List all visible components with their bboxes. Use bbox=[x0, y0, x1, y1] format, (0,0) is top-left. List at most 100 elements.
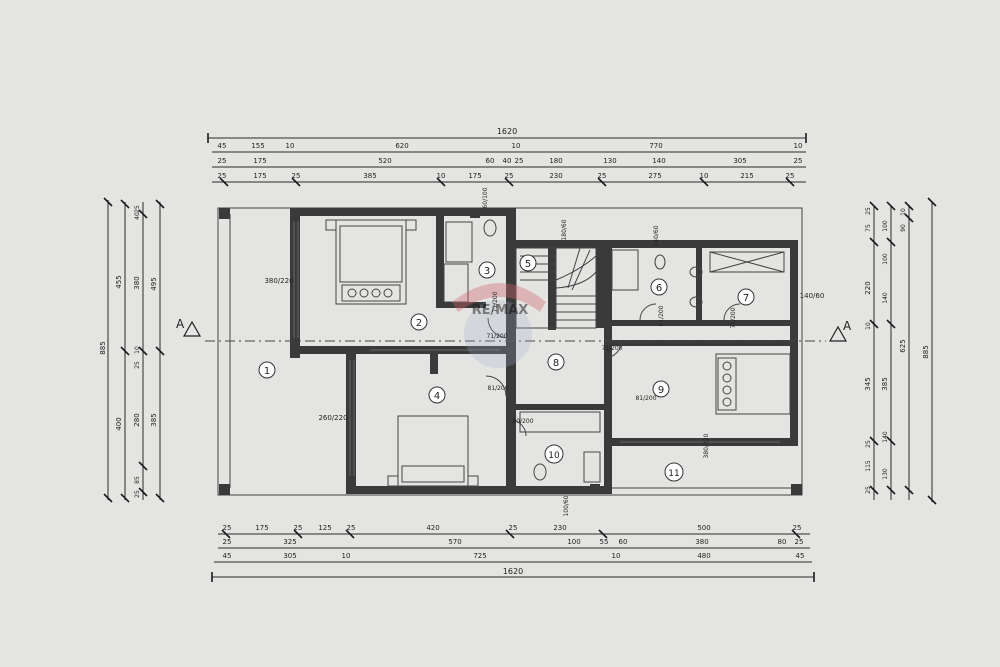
watermark-text: RE/MAX bbox=[472, 303, 529, 318]
right-b-4: 140 bbox=[882, 431, 889, 443]
top-r1-5: 770 bbox=[649, 142, 662, 150]
top-r2-5: 25 bbox=[515, 157, 524, 165]
top-r1-6: 10 bbox=[794, 142, 803, 150]
right-a-5: 25 bbox=[865, 440, 872, 448]
bot-r3-2: 10 bbox=[342, 552, 351, 560]
remax-watermark-logo: RE/MAX bbox=[452, 283, 546, 368]
room-2-label: 2 bbox=[416, 318, 422, 329]
bottom-dimension-lines: 25 175 25 125 25 420 25 230 500 25 25 32… bbox=[211, 524, 815, 582]
top-dimension-lines: 1620 45 155 10 620 10 770 10 25 175 520 … bbox=[207, 127, 807, 187]
bot-r1-4: 25 bbox=[347, 524, 356, 532]
room-9-label: 9 bbox=[658, 385, 664, 396]
section-marker-left bbox=[182, 320, 202, 337]
bot-r1-1: 175 bbox=[255, 524, 268, 532]
staircase bbox=[515, 247, 597, 329]
section-label-left: A bbox=[176, 317, 185, 331]
top-r1-3: 620 bbox=[395, 142, 408, 150]
bot-r2-3: 100 bbox=[567, 538, 580, 546]
bot-r1-6: 25 bbox=[509, 524, 518, 532]
right-c-2: 625 bbox=[899, 339, 907, 352]
section-marker-right bbox=[828, 325, 848, 342]
top-r3-10: 10 bbox=[700, 172, 709, 180]
left-total-dim: 885 bbox=[99, 341, 107, 354]
top-r2-1: 175 bbox=[253, 157, 266, 165]
bot-r3-1: 305 bbox=[283, 552, 296, 560]
opening-12: 81/200 bbox=[635, 395, 656, 402]
left-c-0: 495 bbox=[150, 277, 158, 290]
opening-4: 140/60 bbox=[653, 225, 660, 246]
opening-3: 180/60 bbox=[561, 219, 568, 240]
left-dimension-lines: 885 455 400 25 40 380 10 25 280 85 25 49… bbox=[99, 197, 165, 503]
bot-r2-5: 60 bbox=[619, 538, 628, 546]
bot-r1-8: 500 bbox=[697, 524, 710, 532]
opening-0: 380/220 bbox=[264, 277, 293, 285]
right-total-dim: 885 bbox=[922, 345, 930, 358]
top-r3-9: 275 bbox=[648, 172, 661, 180]
left-b-2: 380 bbox=[133, 276, 141, 289]
left-b-1: 40 bbox=[134, 212, 141, 220]
top-r2-8: 140 bbox=[652, 157, 665, 165]
right-a-7: 25 bbox=[865, 486, 872, 494]
bot-r2-1: 325 bbox=[283, 538, 296, 546]
top-r3-5: 175 bbox=[468, 172, 481, 180]
right-a-2: 220 bbox=[864, 281, 872, 294]
bot-r1-5: 420 bbox=[426, 524, 439, 532]
top-r2-2: 520 bbox=[378, 157, 391, 165]
room-7-label: 7 bbox=[743, 293, 749, 304]
opening-5: 140/60 bbox=[800, 292, 825, 300]
room-5-label: 5 bbox=[525, 259, 531, 270]
opening-6: 71/200 bbox=[486, 333, 507, 340]
right-b-0: 100 bbox=[882, 220, 889, 232]
bot-r1-2: 25 bbox=[294, 524, 303, 532]
room-6-label: 6 bbox=[656, 283, 662, 294]
bot-r3-3: 725 bbox=[473, 552, 486, 560]
bot-r3-6: 45 bbox=[796, 552, 805, 560]
room-8-label: 8 bbox=[553, 358, 559, 369]
room-4-label: 4 bbox=[434, 391, 440, 402]
bot-r2-4: 55 bbox=[600, 538, 609, 546]
bed-room-2 bbox=[325, 219, 417, 305]
top-r2-10: 25 bbox=[794, 157, 803, 165]
opening-8: 71/200 bbox=[492, 291, 499, 312]
top-r2-3: 60 bbox=[486, 157, 495, 165]
top-r2-4: 40 bbox=[503, 157, 512, 165]
opening-2: 60/100 bbox=[482, 187, 489, 208]
right-a-6: 115 bbox=[865, 460, 872, 472]
left-b-6: 85 bbox=[134, 476, 141, 484]
right-a-4: 345 bbox=[864, 377, 872, 390]
bot-r3-4: 10 bbox=[612, 552, 621, 560]
bot-r1-7: 230 bbox=[553, 524, 566, 532]
top-r3-4: 10 bbox=[437, 172, 446, 180]
room-1-label: 1 bbox=[264, 366, 270, 377]
top-r1-1: 155 bbox=[251, 142, 264, 150]
room-10-label: 10 bbox=[548, 451, 560, 461]
opening-14: 100/60 bbox=[563, 495, 570, 516]
opening-13: 380/220 bbox=[703, 433, 710, 458]
bot-r2-0: 25 bbox=[223, 538, 232, 546]
room-11-label: 11 bbox=[668, 469, 679, 479]
right-dimension-lines: 25 75 220 10 345 25 115 25 100 100 140 3… bbox=[864, 197, 937, 505]
section-label-right: A bbox=[843, 319, 852, 333]
door-swings bbox=[485, 303, 741, 437]
left-b-5: 280 bbox=[133, 413, 141, 426]
bot-r2-2: 570 bbox=[448, 538, 461, 546]
right-c-1: 90 bbox=[900, 224, 907, 232]
bottom-total-dim: 1620 bbox=[503, 567, 523, 576]
top-r3-11: 215 bbox=[740, 172, 753, 180]
bed-room-4 bbox=[387, 415, 479, 487]
right-a-1: 75 bbox=[865, 224, 872, 232]
bot-r2-6: 380 bbox=[695, 538, 708, 546]
opening-7: 81/200 bbox=[487, 385, 508, 392]
room-3-label: 3 bbox=[484, 266, 490, 277]
top-r2-0: 25 bbox=[218, 157, 227, 165]
bot-r2-8: 25 bbox=[795, 538, 804, 546]
furniture bbox=[325, 219, 791, 487]
top-r3-3: 385 bbox=[363, 172, 376, 180]
top-r1-2: 10 bbox=[286, 142, 295, 150]
left-a-1: 400 bbox=[115, 417, 123, 430]
bot-r1-0: 25 bbox=[223, 524, 232, 532]
top-r3-2: 25 bbox=[292, 172, 301, 180]
left-b-0: 25 bbox=[134, 205, 141, 213]
right-c-0: 10 bbox=[900, 208, 907, 216]
